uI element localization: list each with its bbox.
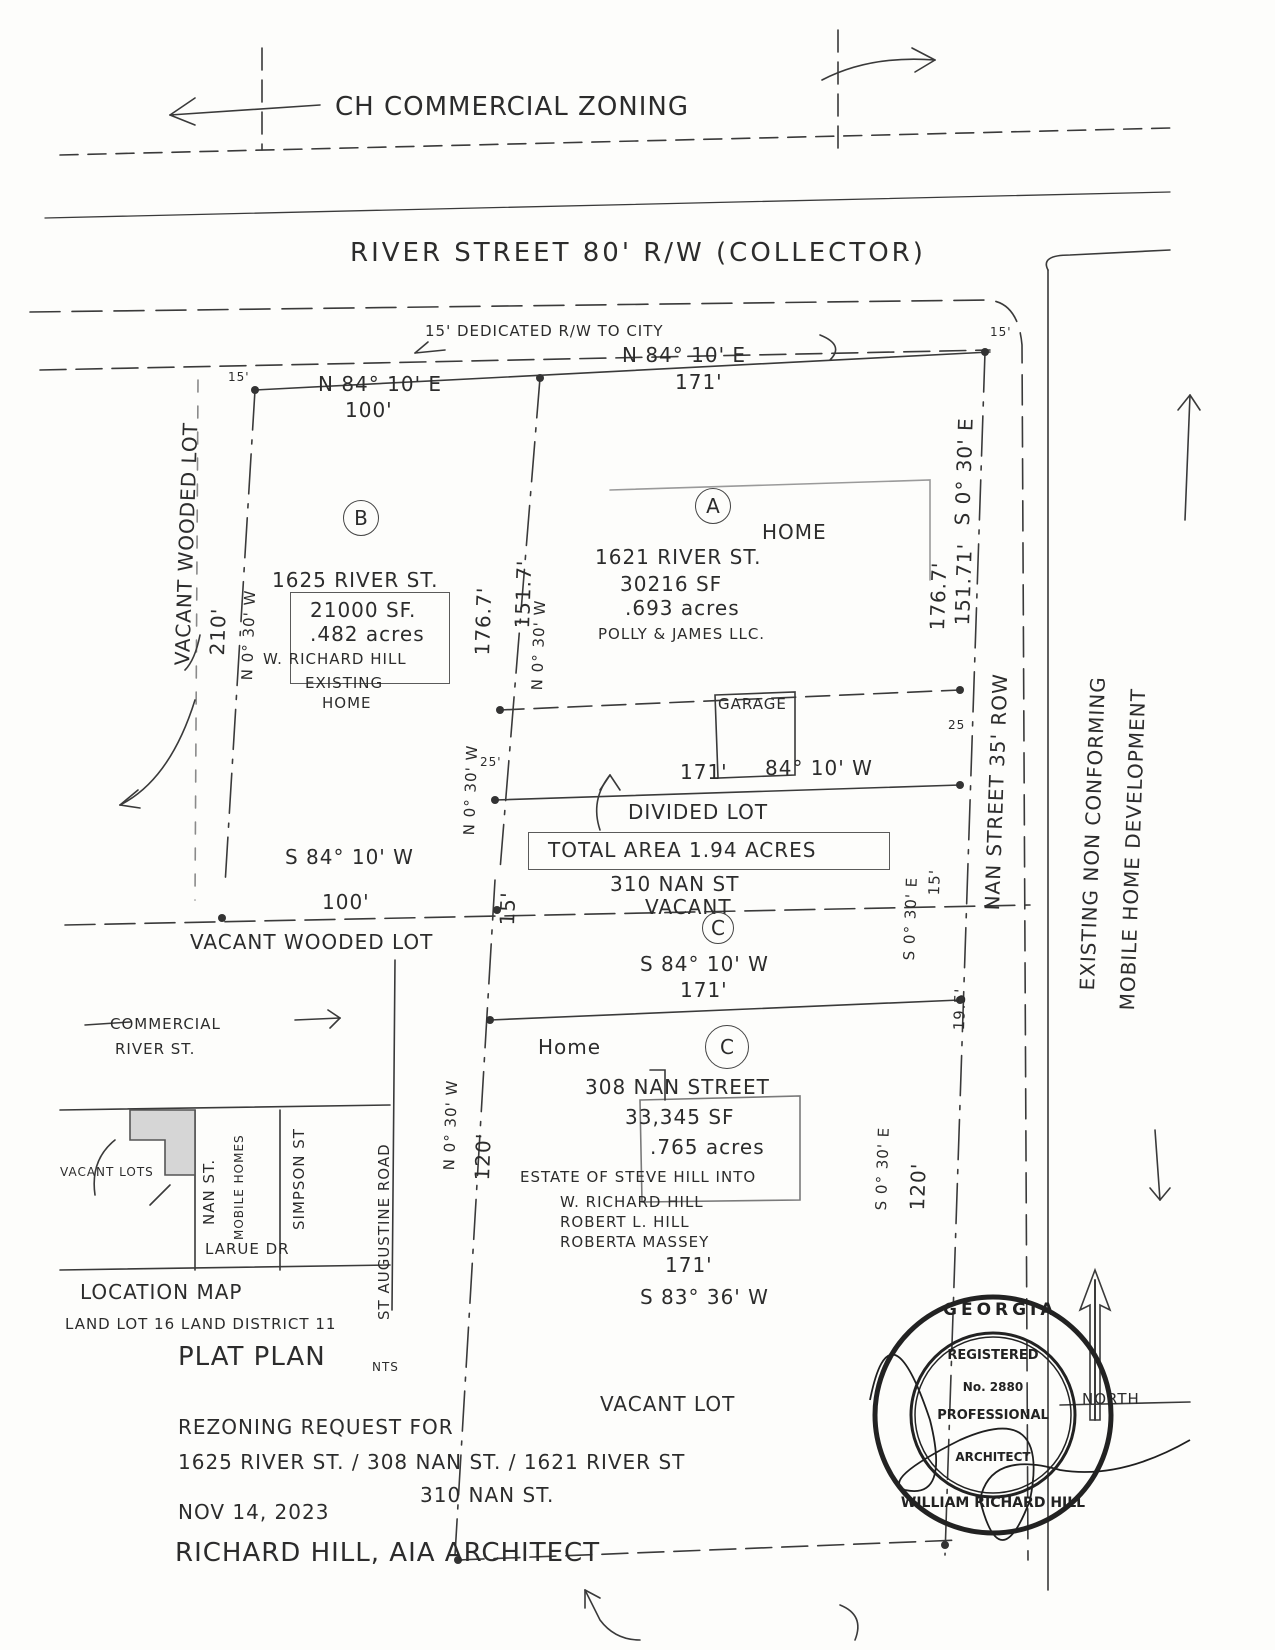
lot-a-south-bearing: 84° 10' W [765, 756, 873, 780]
east-mid-bearing: S 0° 30' E [900, 876, 921, 961]
east-small-25: 25 [948, 718, 966, 732]
lot-b-sf: 21000 SF. [310, 598, 417, 622]
west-lower-bearing: N 0° 30' W [440, 1079, 462, 1171]
south-vacant-lot: VACANT LOT [600, 1392, 736, 1416]
locmap-simpson: SIMPSON ST [290, 1128, 308, 1230]
seal-professional: PROFESSIONAL [937, 1408, 1049, 1423]
lot-a-garage: GARAGE [718, 695, 787, 713]
south-vacant-wooded-lot: VACANT WOODED LOT [190, 930, 434, 954]
lot-c-sf: 33,345 SF [625, 1105, 735, 1129]
dedicated-row-label: 15' DEDICATED R/W TO CITY [425, 322, 664, 340]
footer-line2: 1625 RIVER ST. / 308 NAN ST. / 1621 RIVE… [178, 1450, 686, 1474]
lot-b-existing: EXISTING [305, 674, 384, 692]
lot-a-east-bearing: S 0° 30' E [950, 416, 978, 526]
east-mid-length: 15' [925, 868, 944, 896]
lot-b-home: HOME [322, 694, 372, 712]
seal-rings [872, 1294, 1114, 1536]
lot-c-owner-4: ROBERTA MASSEY [560, 1233, 710, 1251]
lot-b-address: 1625 RIVER ST. [272, 568, 439, 592]
locmap-larue: LARUE DR [205, 1240, 290, 1258]
zoning-label: CH COMMERCIAL ZONING [335, 92, 690, 122]
signature [869, 1353, 1191, 1541]
seal-number: No. 2880 [962, 1380, 1024, 1394]
lot-a-marker: A [695, 488, 731, 524]
lot-c-marker: C [705, 1025, 749, 1069]
footer-architect: RICHARD HILL, AIA ARCHITECT [175, 1538, 601, 1568]
river-street-label: RIVER STREET 80' R/W (COLLECTOR) [350, 238, 926, 268]
footer-line1: REZONING REQUEST FOR [178, 1415, 454, 1439]
seal-state: GEORGIA [943, 1300, 1058, 1320]
footer-line3: 310 NAN ST. [420, 1483, 555, 1507]
lot-a-sf: 30216 SF [620, 572, 723, 596]
locmap-commercial: COMMERCIAL [110, 1015, 221, 1033]
plat-nts: NTS [372, 1360, 399, 1374]
lot-a-owner: POLLY & JAMES LLC. [598, 625, 766, 643]
locmap-augustine: ST AUGUSTINE ROAD [375, 1143, 393, 1320]
locmap-vacant-lots: VACANT LOTS [60, 1165, 154, 1179]
lot-c-acres: .765 acres [650, 1135, 765, 1159]
lot-b-south-length: 100' [322, 890, 370, 914]
total-area: TOTAL AREA 1.94 ACRES [548, 838, 817, 862]
footer-date: NOV 14, 2023 [178, 1500, 330, 1524]
locmap-land: LAND LOT 16 LAND DISTRICT 11 [65, 1315, 337, 1333]
lot-c1-south-length: 171' [680, 978, 728, 1002]
lot-b-home-outline [290, 592, 450, 684]
seal-name: WILLIAM RICHARD HILL [900, 1495, 1086, 1511]
east-lower-length: 120' [905, 1162, 931, 1211]
lot-b-north-bearing: N 84° 10' E [318, 372, 443, 396]
lot-a-home: HOME [762, 520, 827, 544]
lot-c1-south-bearing: S 84° 10' W [640, 952, 769, 976]
lot-c-home-label: Home [538, 1035, 602, 1059]
west-lower-length: 120' [470, 1132, 496, 1181]
lot-b-acres: .482 acres [310, 622, 425, 646]
lot-a-north-length: 171' [675, 370, 723, 394]
lot-c-address: 308 NAN STREET [585, 1075, 770, 1099]
lot-a-acres: .693 acres [625, 596, 740, 620]
corner-15-east: 15' [990, 325, 1012, 339]
locmap-mobile: MOBILE HOMES [232, 1134, 246, 1240]
lot-b-south-bearing: S 84° 10' W [285, 845, 414, 869]
lot-a-east-length-2: 151.71' [950, 542, 977, 626]
lot-a-north-bearing: N 84° 10' E [622, 343, 747, 367]
lot-c2-south-length: 171' [665, 1253, 713, 1277]
plat-title: PLAT PLAN [178, 1342, 326, 1372]
locmap-nan: NAN ST. [200, 1158, 218, 1225]
lot-b-marker: B [343, 500, 379, 536]
lot-c-owner-1: ESTATE OF STEVE HILL INTO [520, 1168, 757, 1186]
locmap-river: RIVER ST. [115, 1040, 196, 1058]
east-lower-bearing: S 0° 30' E [872, 1126, 893, 1211]
lot-a-east-length: 176.7' [925, 561, 952, 631]
locmap-title: LOCATION MAP [80, 1280, 243, 1304]
lot-b-owner: W. RICHARD HILL [263, 650, 407, 668]
seal-architect: ARCHITECT [955, 1450, 1031, 1464]
lot-c-vacant-address: 310 NAN ST [610, 872, 740, 896]
lot-b-north-length: 100' [345, 398, 393, 422]
architect-seal: GEORGIA REGISTERED No. 2880 PROFESSIONAL… [868, 1290, 1118, 1540]
lot-c-owner-2: W. RICHARD HILL [560, 1193, 704, 1211]
lot-b-east-length: 176.7' [470, 586, 497, 656]
seal-registered: REGISTERED [947, 1348, 1039, 1363]
lot-b-west-bearing: N 0° 30' W [238, 589, 260, 681]
divided-lot-label: DIVIDED LOT [628, 800, 769, 824]
east-195: 19.5' [950, 987, 970, 1031]
lot-a-south-length: 171' [680, 760, 728, 784]
lot-c-vacant-marker: C [702, 912, 734, 944]
lot-a-address: 1621 RIVER ST. [595, 545, 762, 569]
corner-15-west: 15' [228, 370, 250, 384]
lot-b-west-length: 210' [205, 607, 231, 656]
lot-c2-south-bearing: S 83° 36' W [640, 1285, 769, 1309]
total-area-box [528, 832, 890, 870]
lot-a-west-bearing: N 0° 30' W [528, 599, 550, 691]
west-small-25: 25' [480, 755, 502, 769]
west-mid-length: 15' [495, 891, 521, 926]
lot-c-owner-3: ROBERT L. HILL [560, 1213, 690, 1231]
west-mid-bearing: N 0° 30' W [460, 744, 482, 836]
